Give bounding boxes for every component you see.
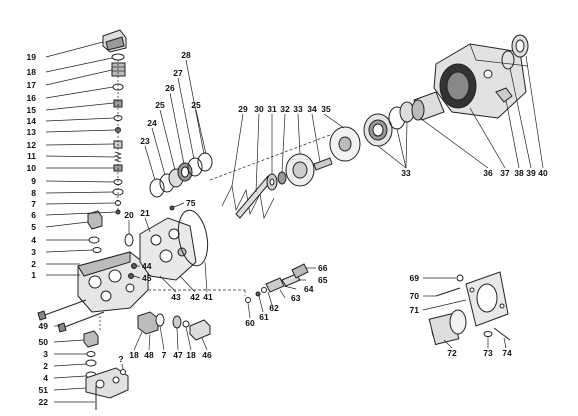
label-69: 69 xyxy=(410,273,420,283)
label-25b: 25 xyxy=(191,100,201,110)
label-73: 73 xyxy=(483,348,493,358)
label-63: 63 xyxy=(291,293,301,303)
label-42: 42 xyxy=(190,292,200,302)
label-39: 39 xyxy=(526,168,536,178)
label-4: 4 xyxy=(31,235,36,245)
seal-rings xyxy=(149,152,213,198)
bolts-49 xyxy=(37,299,105,333)
label-22: 22 xyxy=(39,397,49,407)
label-47: 47 xyxy=(173,350,183,360)
label-14: 14 xyxy=(27,116,37,126)
label-50: 50 xyxy=(39,337,49,347)
label-44: 44 xyxy=(142,261,152,271)
label-23: 23 xyxy=(140,136,150,146)
guide-lines xyxy=(99,60,331,330)
label-38: 38 xyxy=(514,168,524,178)
label-5: 5 xyxy=(31,222,36,232)
label-61: 61 xyxy=(259,312,269,322)
label-71: 71 xyxy=(410,305,420,315)
pump-head xyxy=(124,205,197,281)
label-24: 24 xyxy=(147,118,157,128)
label-72: 72 xyxy=(447,348,457,358)
label-10: 10 xyxy=(27,163,37,173)
label-66: 66 xyxy=(318,263,328,273)
label-18c: 18 xyxy=(186,350,196,360)
callouts xyxy=(45,41,544,403)
label-64: 64 xyxy=(304,284,314,294)
big-o-ring xyxy=(177,209,209,267)
piston-assembly xyxy=(221,91,445,220)
label-36: 36 xyxy=(483,168,493,178)
label-21: 21 xyxy=(140,208,150,218)
label-74: 74 xyxy=(502,348,512,358)
label-32: 32 xyxy=(280,104,290,114)
label-16: 16 xyxy=(27,93,37,103)
label-6: 6 xyxy=(31,210,36,220)
label-19: 19 xyxy=(27,52,37,62)
label-3b: 3 xyxy=(43,349,48,359)
label-4b: 4 xyxy=(43,373,48,383)
manifold-body xyxy=(77,251,149,313)
label-51: 51 xyxy=(39,385,49,395)
label-60: 60 xyxy=(245,318,255,328)
label-15: 15 xyxy=(27,105,37,115)
label-2b: 2 xyxy=(43,361,48,371)
label-9: 9 xyxy=(31,176,36,186)
label-20: 20 xyxy=(124,210,134,220)
label-34: 34 xyxy=(307,104,317,114)
bottom-right-parts xyxy=(428,271,511,346)
label-31: 31 xyxy=(267,104,277,114)
label-8: 8 xyxy=(31,188,36,198)
label-46: 46 xyxy=(202,350,212,360)
label-45: 45 xyxy=(142,273,152,283)
label-29: 29 xyxy=(238,104,248,114)
label-17: 17 xyxy=(27,80,37,90)
label-question: ? xyxy=(118,354,123,364)
label-48: 48 xyxy=(144,350,154,360)
label-41: 41 xyxy=(203,292,213,302)
lower-mid-parts xyxy=(137,311,211,341)
label-33b: 33 xyxy=(401,168,411,178)
label-26: 26 xyxy=(165,83,175,93)
label-62: 62 xyxy=(269,303,279,313)
label-3: 3 xyxy=(31,247,36,257)
label-1: 1 xyxy=(31,270,36,280)
label-37: 37 xyxy=(500,168,510,178)
label-33: 33 xyxy=(293,104,303,114)
label-43: 43 xyxy=(171,292,181,302)
label-2: 2 xyxy=(31,259,36,269)
label-7: 7 xyxy=(31,199,36,209)
label-65: 65 xyxy=(318,275,328,285)
label-18: 18 xyxy=(27,67,37,77)
left-valve-stack xyxy=(87,29,127,253)
callout-labels: 19 18 17 16 15 14 13 12 11 10 9 8 7 6 5 … xyxy=(27,50,548,407)
label-28: 28 xyxy=(181,50,191,60)
label-18b: 18 xyxy=(129,350,139,360)
label-27: 27 xyxy=(173,68,183,78)
label-13: 13 xyxy=(27,127,37,137)
label-75: 75 xyxy=(186,198,196,208)
label-25: 25 xyxy=(155,100,165,110)
label-7b: 7 xyxy=(162,350,167,360)
bottom-left-parts xyxy=(83,330,129,410)
motor-housing xyxy=(433,34,529,119)
label-30: 30 xyxy=(254,104,264,114)
label-49: 49 xyxy=(39,321,49,331)
label-11: 11 xyxy=(27,151,36,161)
label-35: 35 xyxy=(321,104,331,114)
label-12: 12 xyxy=(27,140,37,150)
label-40: 40 xyxy=(538,168,548,178)
label-70: 70 xyxy=(410,291,420,301)
